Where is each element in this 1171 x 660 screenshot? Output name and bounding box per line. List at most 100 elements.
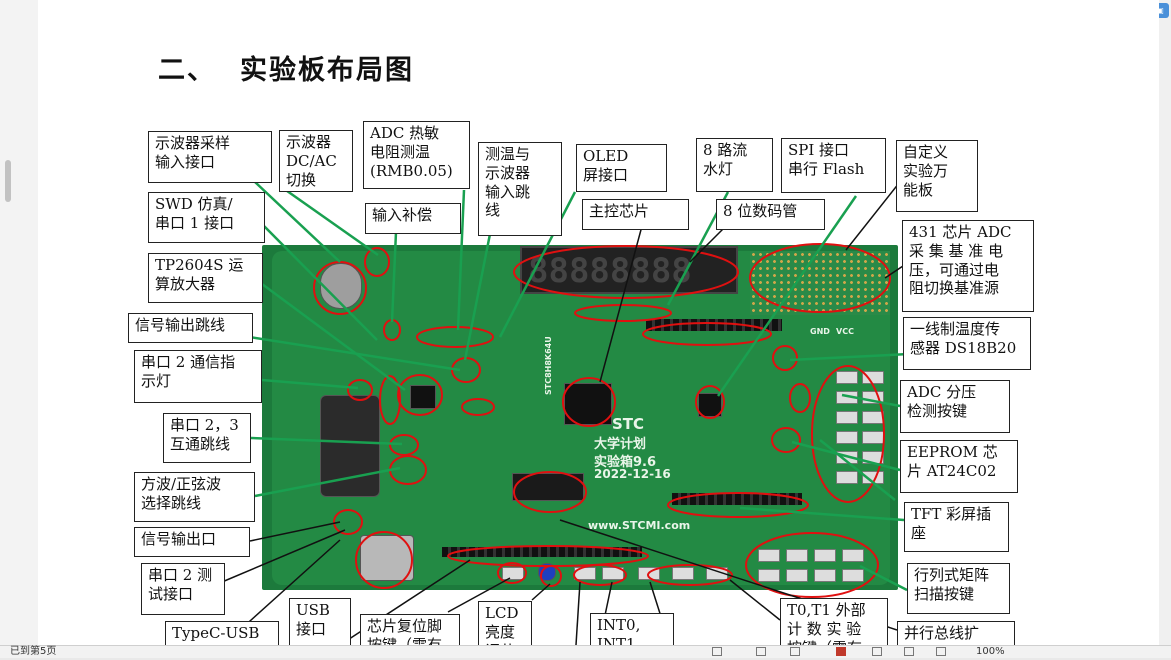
callout-wave-select: 方波/正弦波 选择跳线 [134, 472, 255, 522]
highlight-proto [749, 243, 891, 313]
highlight-oled-header [642, 322, 772, 346]
mcu-chip [564, 383, 612, 425]
callout-osc-dcac: 示波器 DC/AC 切换 [279, 130, 353, 192]
matrix-key [814, 569, 836, 582]
silk-date: 2022-12-16 [594, 467, 671, 481]
highlight-reset [497, 562, 527, 584]
matrix-key [758, 569, 780, 582]
fullscreen-icon[interactable] [936, 647, 946, 656]
page-info: 已到第5页 [10, 646, 57, 657]
board-photo: STC 大学计划 实验箱9.6 2022-12-16 www.STCMI.com… [262, 245, 898, 590]
adc-key [836, 411, 858, 424]
callout-ds18b20: 一线制温度传 感器 DS18B20 [903, 317, 1031, 370]
highlight-usb [355, 531, 413, 589]
callout-swd: SWD 仿真/ 串口 1 接口 [148, 192, 265, 243]
highlight-wave-jumper [389, 434, 419, 456]
callout-uart23: 串口 2，3 互通跳线 [163, 413, 251, 463]
right-scrollbar[interactable] [1159, 0, 1171, 645]
highlight-matrix [745, 532, 879, 598]
int-key [602, 567, 624, 580]
callout-signal-out-jumper: 信号输出跳线 [128, 313, 253, 343]
callout-signal-out: 信号输出口 [134, 527, 250, 557]
matrix-key [842, 569, 864, 582]
callout-seg8: 8 位数码管 [716, 199, 825, 230]
highlight-osc-input [313, 261, 367, 315]
highlight-temp-jumper [461, 398, 495, 416]
highlight-flash [695, 385, 725, 419]
seven-segment-display: 88888888 [520, 246, 738, 294]
callout-custom-board: 自定义 实验万 能板 [896, 140, 978, 212]
highlight-tft [667, 492, 809, 518]
tft-header [672, 493, 802, 505]
fit-width-icon[interactable] [872, 647, 882, 656]
callout-usb: USB 接口 [289, 598, 351, 650]
bnc-connector [320, 263, 362, 309]
zoom-level[interactable]: 100% [976, 646, 1005, 657]
heading-title: 实验板布局图 [240, 55, 414, 86]
callout-spi-flash: SPI 接口 串行 Flash [781, 138, 886, 193]
vertical-scroll-thumb[interactable] [5, 160, 11, 202]
highlight-431 [789, 383, 811, 413]
highlight-pot [540, 565, 562, 587]
view-single-icon[interactable] [712, 647, 722, 656]
silk-vcc: VCC [836, 327, 854, 336]
opamp-chip [410, 385, 436, 409]
counter-key [672, 567, 694, 580]
callout-adc-thermistor: ADC 热敏 电阻测温 (RMB0.05) [363, 121, 470, 189]
callout-main-chip: 主控芯片 [582, 199, 689, 230]
callout-oled: OLED 屏接口 [576, 144, 667, 192]
silk-line1: 大学计划 [594, 437, 647, 452]
matrix-key [842, 549, 864, 562]
silk-gnd: GND [810, 327, 830, 336]
callout-uart2-test: 串口 2 测 试接口 [141, 563, 225, 615]
view-double-icon[interactable] [756, 647, 766, 656]
highlight-opamp [397, 374, 443, 416]
highlight-t0t1 [647, 564, 733, 586]
matrix-key [786, 569, 808, 582]
matrix-key [814, 549, 836, 562]
callout-osc-sampling: 示波器采样 输入接口 [148, 131, 272, 183]
silk-line2: 实验箱9.6 [594, 455, 657, 470]
highlight-adc-keys [811, 365, 885, 503]
highlight-lcd-socket [513, 471, 587, 513]
view-book-icon[interactable] [790, 647, 800, 656]
heading-number: 二、 [158, 55, 216, 86]
bus-header [442, 547, 642, 557]
brightness-pot [538, 563, 556, 581]
silk-brand: STC [612, 415, 645, 433]
highlight-uart-jumper [379, 375, 401, 425]
fit-page-icon[interactable] [904, 647, 914, 656]
callout-input-comp: 输入补偿 [365, 203, 461, 234]
adc-key [836, 471, 858, 484]
callout-eeprom: EEPROM 芯 片 AT24C02 [900, 440, 1018, 493]
highlight-mcu [562, 377, 616, 427]
highlight-uart2-led [347, 379, 373, 401]
highlight-led8 [574, 304, 672, 322]
callout-led8: 8 路流 水灯 [696, 138, 773, 192]
highlight-signal-out [333, 509, 363, 535]
section-heading: 二、实验板布局图 [158, 48, 414, 87]
matrix-key [786, 549, 808, 562]
highlight-int [573, 564, 627, 586]
callout-tp2604: TP2604S 运 算放大器 [148, 253, 263, 303]
highlight-ds18b20 [772, 345, 798, 371]
flash-chip [698, 393, 722, 417]
seg-digits: 88888888 [528, 251, 692, 291]
db9-connector [320, 395, 380, 497]
record-icon[interactable] [836, 647, 846, 656]
matrix-key [758, 549, 780, 562]
highlight-segment [513, 245, 739, 299]
tft-header-top [646, 319, 782, 331]
highlight-thermistor [416, 326, 494, 348]
callout-adc-divider: ADC 分压 检测按键 [900, 380, 1010, 433]
highlight-bus [447, 545, 649, 567]
adc-key [836, 371, 858, 384]
highlight-dcac [364, 247, 390, 277]
highlight-eeprom [771, 427, 801, 453]
adc-key [836, 431, 858, 444]
callout-uart2-led: 串口 2 通信指 示灯 [134, 350, 262, 403]
callout-adc431: 431 芯片 ADC 采 集 基 准 电 压，可通过电 阻切换基准源 [902, 220, 1034, 312]
callout-tft: TFT 彩屏插 座 [904, 502, 1009, 552]
status-bar: 已到第5页 100% [0, 645, 1171, 658]
